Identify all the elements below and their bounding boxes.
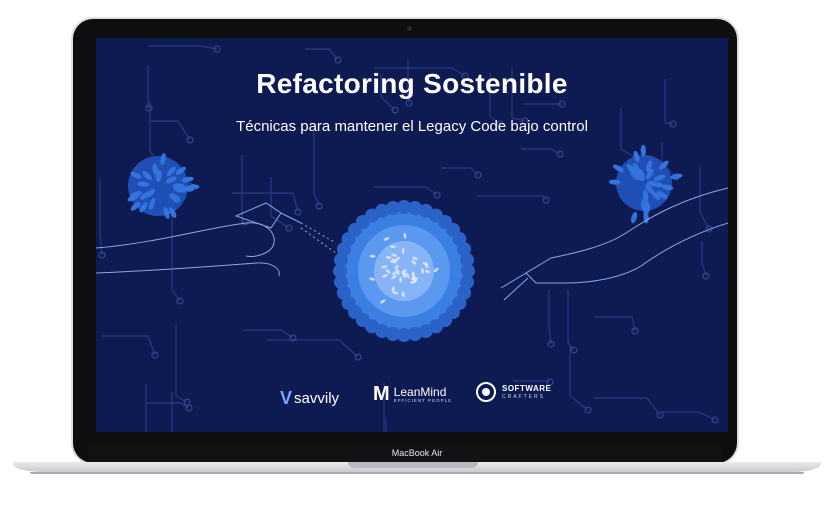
flower-sphere — [333, 200, 475, 342]
model-label: MacBook Air — [391, 448, 443, 458]
page-subtitle: Técnicas para mantener el Legacy Code ba… — [236, 118, 588, 135]
software-crafters-logo: SOFTWARE CRAFTERS — [476, 382, 551, 402]
camera-icon — [407, 26, 412, 31]
laptop-foot — [30, 472, 804, 474]
software-crafters-icon — [476, 382, 496, 402]
savvily-name: savvily — [294, 390, 340, 407]
laptop-opening-notch — [348, 462, 478, 468]
savvily-logo: V savvily — [280, 388, 339, 409]
leanmind-mark-icon: M — [373, 383, 390, 405]
right-bush — [608, 144, 683, 224]
cover-illustration — [96, 144, 728, 342]
leanmind-tagline: EFFICIENT PEOPLE — [393, 398, 453, 403]
leanmind-name: LeanMind — [393, 385, 447, 399]
right-hand-shears — [500, 187, 728, 301]
savvily-mark-icon: V — [280, 388, 293, 408]
book-cover-screen: Refactoring Sostenible Técnicas para man… — [96, 38, 728, 432]
left-bush — [127, 153, 200, 219]
laptop-chin — [88, 446, 722, 464]
leanmind-logo: M LeanMind EFFICIENT PEOPLE — [373, 383, 452, 406]
software-crafters-tagline: CRAFTERS — [502, 394, 545, 400]
software-crafters-name: SOFTWARE — [502, 384, 552, 393]
left-hand-spray — [96, 202, 337, 277]
page-title: Refactoring Sostenible — [256, 68, 568, 99]
